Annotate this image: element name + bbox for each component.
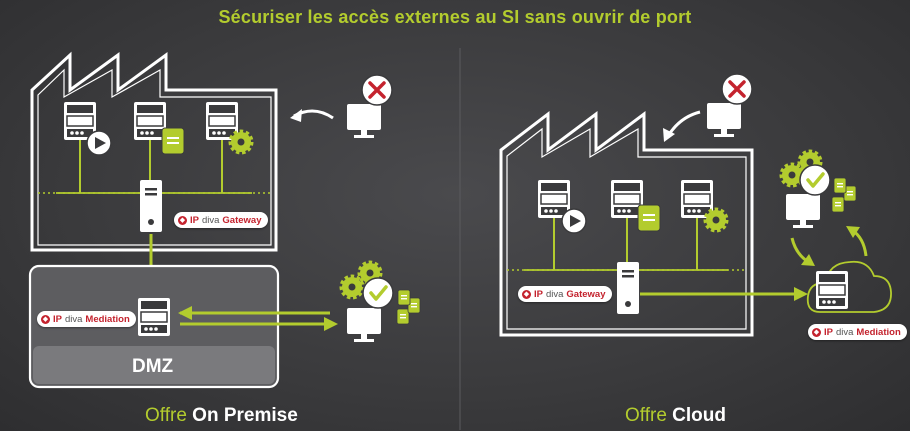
cross-bubble-icon: [720, 72, 754, 106]
cloud-icon: [806, 260, 892, 313]
server-icon: [680, 179, 714, 219]
left-factory: [30, 51, 278, 252]
right-factory: [499, 110, 754, 337]
badge-product-text: Gateway: [566, 288, 606, 300]
monitor-icon: [347, 104, 381, 138]
offer-prefix: Offre: [145, 405, 187, 426]
badge-ip-text: IP: [534, 288, 543, 300]
gear-icon: [342, 277, 362, 297]
cross-bubble-icon: [360, 73, 394, 107]
document-icon: [396, 308, 410, 325]
page-title: Sécuriser les accès externes au SI sans …: [218, 7, 692, 27]
gear-icon: [782, 165, 802, 185]
badge-product-text: Mediation: [85, 313, 130, 325]
check-bubble-icon: [361, 276, 395, 310]
offer-name: Cloud: [672, 405, 726, 426]
mediation-server-icon: [815, 270, 849, 310]
offer-on-premise-caption: Offre On Premise: [145, 405, 298, 427]
badge-ip-text: IP: [53, 313, 62, 325]
badge-diva-text: diva: [545, 288, 564, 300]
badge-product-text: Gateway: [222, 214, 262, 226]
document-icon: [397, 289, 411, 306]
badge-diva-text: diva: [201, 214, 220, 226]
badge-diva-text: diva: [64, 313, 83, 325]
badge-ip-text: IP: [190, 214, 199, 226]
ipdiva-logo-icon: ◆: [812, 327, 821, 337]
gear-icon: [706, 210, 726, 230]
document-icon: [833, 177, 847, 194]
gateway-tower-icon: [617, 262, 639, 314]
monitor-icon: [707, 103, 741, 137]
gear-icon: [231, 132, 251, 152]
offer-prefix: Offre: [625, 405, 667, 426]
check-bubble-icon: [798, 163, 832, 197]
play-icon: [561, 208, 587, 234]
mediation-server-icon: [137, 297, 171, 337]
ipdiva-logo-icon: ◆: [522, 289, 531, 299]
curved-arrow-icon: [666, 110, 701, 137]
dmz-label: DMZ: [132, 356, 174, 377]
badge-product-text: Mediation: [856, 326, 901, 338]
document-icon: [831, 196, 845, 213]
play-icon: [86, 130, 112, 156]
badge-ip-text: IP: [824, 326, 833, 338]
monitor-icon: [347, 308, 381, 342]
offer-cloud-caption: Offre Cloud: [625, 405, 726, 427]
document-icon: [637, 204, 661, 232]
monitor-icon: [786, 194, 820, 228]
server-icon: [133, 101, 167, 141]
document-icon: [161, 127, 185, 155]
ipdiva-logo-icon: ◆: [41, 314, 50, 324]
offer-name: On Premise: [192, 405, 298, 426]
server-icon: [205, 101, 239, 141]
ipdiva-logo-icon: ◆: [178, 215, 187, 225]
badge-diva-text: diva: [835, 326, 854, 338]
gateway-tower-icon: [140, 180, 162, 232]
